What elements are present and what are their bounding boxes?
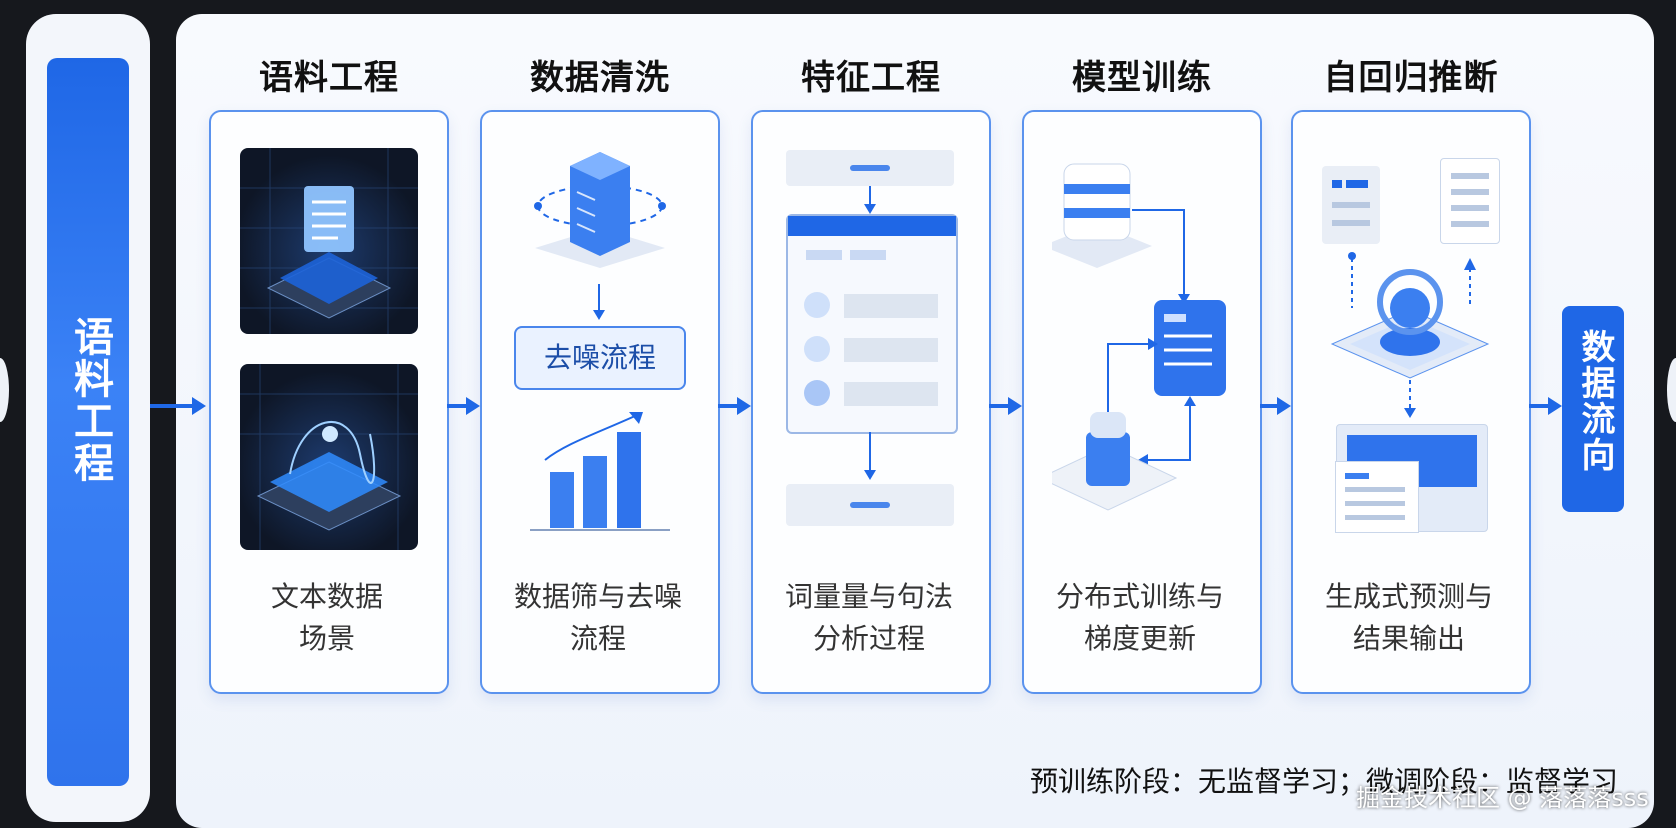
stage-title-inference: 自回归推断 [1323,58,1499,98]
flow-arrow-5-line [1529,404,1549,408]
stage-caption-corpus: 文本数据 场景 [209,576,445,660]
flow-arrow-0-head [192,397,206,415]
caption-line-2: 分析过程 [812,622,925,655]
flow-arrow-0-line [150,404,192,408]
inference-model-illustration [1330,248,1490,432]
document-chip-illustration [240,148,418,334]
flow-arrow-3-line [989,404,1009,408]
data-flow-box: 数据流向 [1562,306,1624,512]
server-stack-illustration [525,148,675,272]
inference-doc-left [1322,166,1380,244]
flow-arrow-2-line [718,404,738,408]
flow-arrow-5-head [1548,397,1562,415]
stage-caption-feature: 词量量与句法 分析过程 [751,576,987,660]
caption-line-2: 梯度更新 [1083,622,1196,655]
stage-caption-inference: 生成式预测与 结果输出 [1291,576,1527,660]
stage-title-feature: 特征工程 [801,58,941,98]
stage-title-training: 模型训练 [1072,58,1212,98]
caption-line-2: 场景 [298,622,355,655]
caption-line-1: 生成式预测与 [1324,580,1493,613]
footer-note: 预训练阶段：无监督学习；微调阶段：监督学习 [1030,765,1619,798]
training-flow-illustration [1038,150,1242,544]
data-chip-illustration [240,364,418,550]
left-stage-label: 语料工程 [67,316,113,484]
down-arrow-2 [864,186,876,214]
down-arrow-1 [593,284,605,320]
stage-card-training [1022,110,1262,694]
inference-output-window [1335,424,1488,533]
caption-line-1: 文本数据 [270,580,383,613]
flow-arrow-1-line [447,404,467,408]
watermark: 掘金技术社区 @ 落落落sss [1356,784,1649,812]
caption-line-2: 流程 [569,622,626,655]
flow-arrow-1-head [466,397,480,415]
bar-chart-illustration [525,404,675,548]
caption-line-1: 词量量与句法 [784,580,953,613]
stage-title-cleaning: 数据清洗 [530,58,670,98]
stage-caption-training: 分布式训练与 梯度更新 [1022,576,1258,660]
right-edge-notch [1667,358,1676,422]
stage-caption-cleaning: 数据筛与去噪 流程 [480,576,716,660]
caption-line-2: 结果输出 [1352,622,1465,655]
denoise-process-box: 去噪流程 [514,326,686,390]
data-flow-label: 数据流向 [1575,329,1615,473]
left-stage-bar: 语料工程 [47,58,129,786]
input-bar-top [786,150,954,186]
flow-arrow-3-head [1008,397,1022,415]
output-bar-bottom [786,484,954,526]
down-arrow-3 [864,432,876,480]
flow-arrow-4-head [1277,397,1291,415]
caption-line-1: 数据筛与去噪 [513,580,682,613]
stage-title-corpus: 语料工程 [259,58,399,98]
feature-table-window [786,214,958,434]
inference-doc-right [1440,158,1500,244]
caption-line-1: 分布式训练与 [1055,580,1224,613]
flow-arrow-2-head [737,397,751,415]
flow-arrow-4-line [1260,404,1278,408]
left-edge-notch [0,358,9,422]
